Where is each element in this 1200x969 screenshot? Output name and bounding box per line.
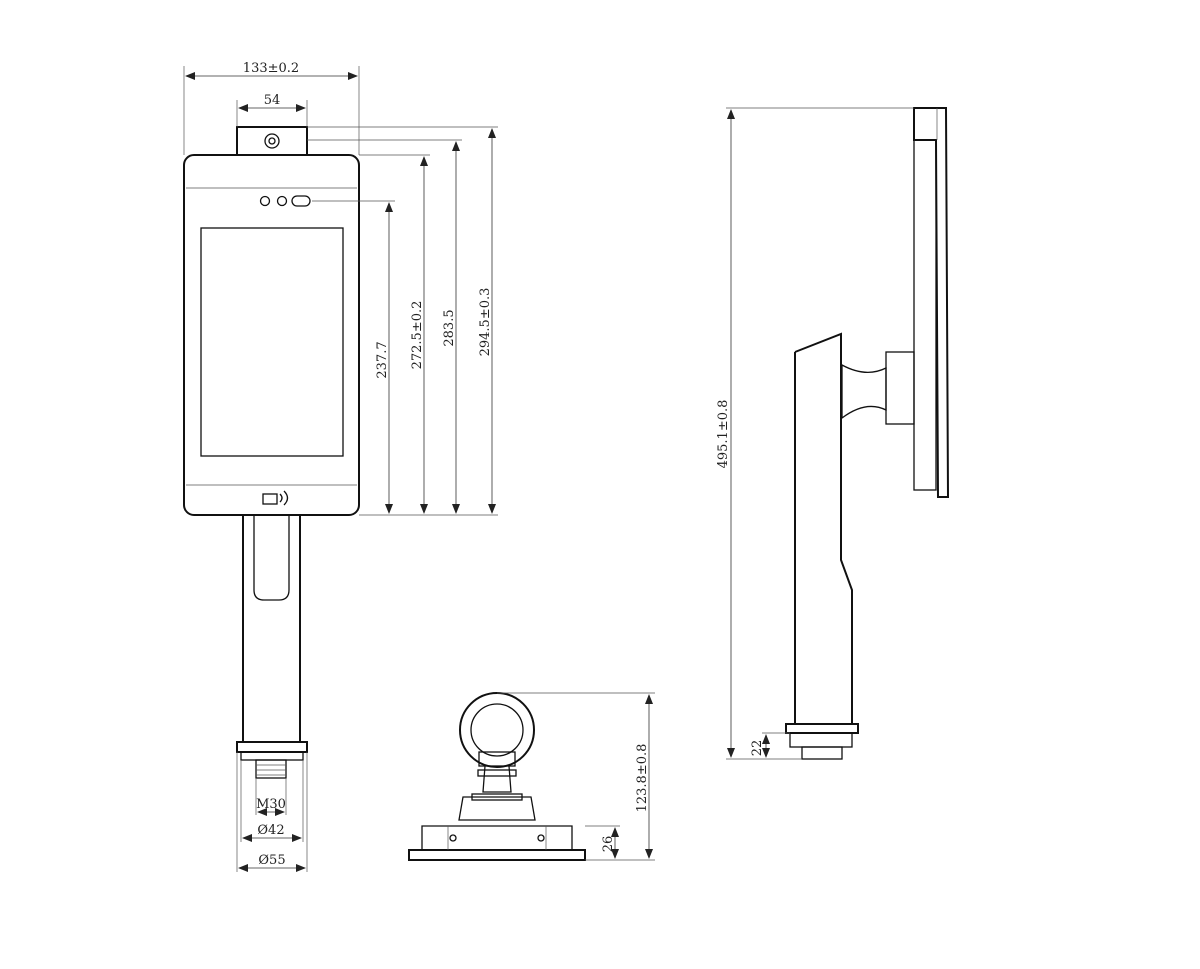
front-view: 133±0.2 54 237.7 272.5±0.2 283.5 294.5±0… — [183, 61, 498, 872]
dim-height-1: 237.7 — [375, 341, 390, 378]
dim-thread: M30 — [256, 797, 286, 812]
dim-diameter-inner: Ø42 — [257, 823, 284, 838]
camera-module — [236, 126, 308, 156]
top-view: 123.8±0.8 26 — [408, 692, 655, 861]
dim-width: 133±0.2 — [243, 61, 299, 76]
dim-mount-base: 26 — [601, 836, 616, 853]
screen — [200, 227, 344, 457]
dim-mount-height: 123.8±0.8 — [635, 744, 650, 813]
dim-height-3: 283.5 — [442, 309, 457, 346]
dim-side-base: 22 — [750, 740, 765, 757]
sensor-array — [259, 195, 311, 207]
dim-height-2: 272.5±0.2 — [410, 301, 425, 370]
dim-height-4: 294.5±0.3 — [478, 288, 493, 357]
dim-camera-width: 54 — [264, 93, 281, 108]
side-view: 495.1±0.8 22 — [716, 107, 950, 760]
device-body — [183, 154, 360, 516]
nfc-card-icon — [262, 490, 289, 506]
dim-diameter-outer: Ø55 — [258, 853, 285, 868]
dim-total-height: 495.1±0.8 — [716, 400, 731, 469]
camera-lens-icon — [264, 133, 280, 149]
